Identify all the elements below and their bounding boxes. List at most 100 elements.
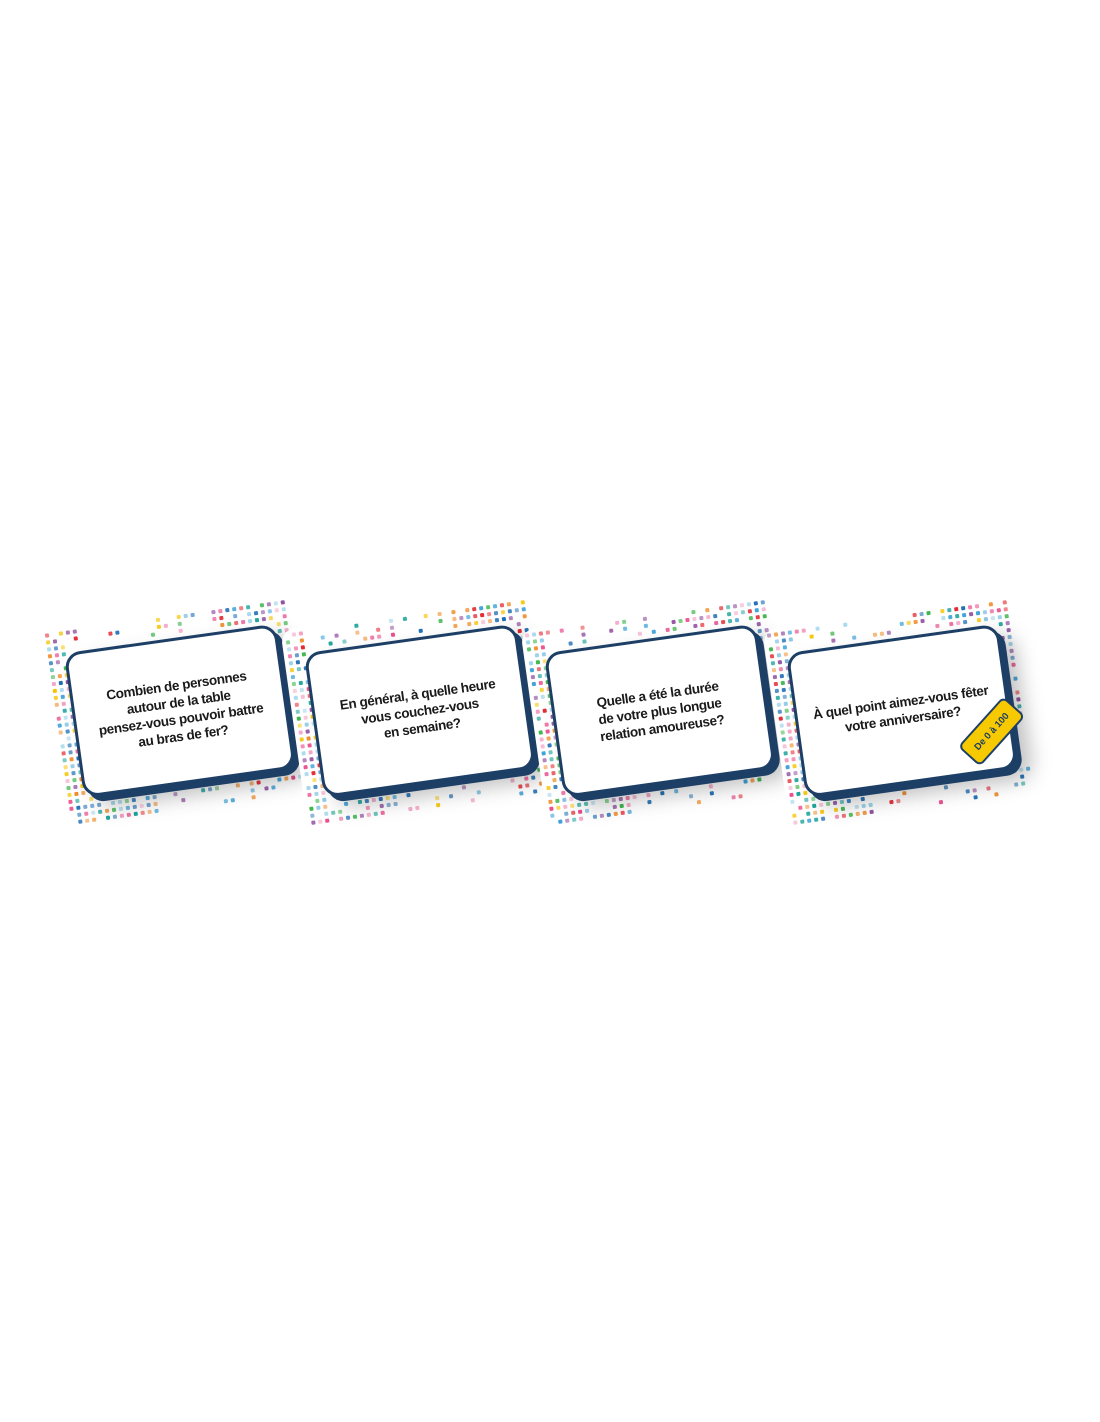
dot: [330, 810, 336, 816]
dot: [803, 790, 808, 796]
dot: [621, 619, 627, 625]
dot: [772, 674, 778, 680]
dot: [775, 646, 781, 651]
dot: [787, 778, 792, 784]
dot: [1008, 641, 1013, 647]
dot: [624, 788, 629, 794]
dot: [540, 694, 546, 700]
dot: [685, 617, 690, 623]
dot: [777, 709, 783, 714]
dot: [47, 654, 53, 659]
dot: [59, 687, 65, 693]
dot: [608, 628, 614, 633]
dot: [642, 616, 648, 622]
dot: [130, 790, 136, 796]
dot: [780, 631, 786, 636]
dot: [108, 631, 113, 636]
dot: [300, 645, 306, 650]
dot: [452, 616, 457, 622]
dot: [163, 623, 169, 629]
dot: [861, 803, 866, 809]
dot: [73, 784, 78, 790]
dot: [848, 812, 854, 818]
dot: [720, 619, 726, 625]
dot: [379, 803, 384, 809]
dot: [293, 646, 299, 651]
dot: [500, 609, 506, 615]
dot: [547, 743, 552, 748]
dot: [785, 715, 790, 720]
dot: [514, 608, 520, 613]
dot: [386, 802, 391, 808]
dot: [1010, 655, 1015, 661]
dot: [612, 804, 618, 810]
dot: [547, 792, 552, 798]
dot: [1000, 635, 1005, 641]
dot: [840, 806, 846, 812]
dot: [345, 815, 351, 821]
dot: [102, 794, 108, 800]
dot: [754, 608, 760, 613]
dot: [986, 786, 991, 791]
dot: [590, 800, 596, 806]
dot: [96, 802, 102, 808]
dot: [791, 757, 796, 762]
dot: [1018, 767, 1024, 772]
dot: [947, 607, 952, 613]
dot: [996, 608, 1002, 613]
dot: [548, 750, 553, 755]
dot: [426, 783, 431, 788]
dot: [718, 605, 724, 611]
dot: [69, 806, 74, 812]
dot: [492, 603, 498, 609]
dot: [280, 600, 286, 605]
dot: [626, 802, 631, 808]
dot: [438, 618, 443, 624]
dot: [335, 795, 341, 801]
dot: [599, 813, 605, 819]
dot: [380, 810, 385, 816]
dot: [471, 606, 477, 612]
dot: [291, 632, 297, 637]
dot: [838, 792, 844, 798]
dot: [268, 615, 274, 621]
dot: [611, 797, 617, 803]
dot: [728, 774, 733, 779]
dot: [872, 632, 878, 637]
dot: [795, 784, 800, 790]
dot: [559, 628, 564, 633]
dot: [817, 795, 823, 801]
dot: [912, 612, 917, 618]
dot: [64, 722, 69, 727]
dot: [371, 797, 377, 803]
dot: [1015, 690, 1020, 695]
dot: [304, 722, 309, 727]
dot: [533, 695, 539, 701]
dot: [53, 646, 59, 651]
dot: [645, 785, 650, 791]
dot: [349, 793, 355, 799]
dot: [859, 789, 865, 795]
dot: [296, 716, 302, 721]
dot: [780, 680, 786, 686]
dot: [212, 616, 217, 622]
dot: [485, 604, 491, 610]
dot: [295, 659, 301, 665]
question-frame: À quel point aimez-vous fêter votre anni…: [785, 623, 1026, 798]
dot: [562, 797, 567, 803]
dot: [589, 793, 595, 799]
dot: [90, 810, 96, 816]
dot: [548, 799, 553, 805]
dot: [294, 653, 300, 658]
dot: [266, 602, 272, 607]
dot: [530, 674, 536, 680]
dot: [390, 632, 396, 637]
dot: [301, 751, 306, 756]
dot: [58, 680, 64, 686]
dot: [302, 757, 307, 763]
dot: [73, 636, 79, 641]
dot: [805, 804, 810, 810]
dot: [571, 817, 577, 822]
question-frame: Combien de personnes autour de la table …: [63, 623, 296, 798]
dot: [530, 775, 536, 780]
